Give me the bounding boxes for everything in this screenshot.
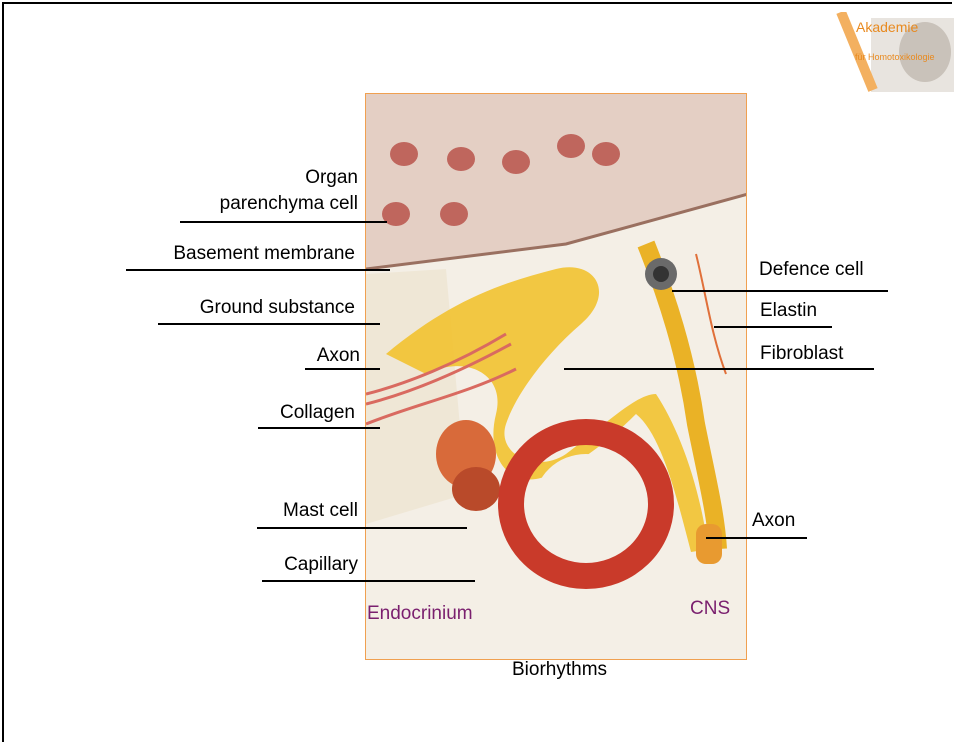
label-ground-substance: Ground substance (200, 297, 355, 319)
pointer-axon-left (305, 368, 380, 370)
label-axon-left: Axon (317, 345, 360, 367)
pointer-capillary (262, 580, 475, 582)
label-collagen: Collagen (280, 402, 355, 424)
pointer-parenchyma (180, 221, 387, 223)
pointer-axon-right (706, 537, 807, 539)
label-parenchyma-cell: parenchyma cell (220, 193, 358, 215)
label-endocrinium: Endocrinium (367, 603, 473, 625)
label-biorhythms: Biorhythms (512, 659, 607, 681)
pointer-basement (126, 269, 390, 271)
pointer-ground (158, 323, 380, 325)
label-cns: CNS (690, 598, 730, 620)
pointer-elastin (714, 326, 832, 328)
label-basement-membrane: Basement membrane (173, 243, 355, 265)
academy-logo: Akademie für Homotoxikologie (833, 12, 954, 92)
logo-subtext: für Homotoxikologie (855, 52, 935, 62)
pointer-collagen (258, 427, 380, 429)
label-defence-cell: Defence cell (759, 259, 864, 281)
label-fibroblast: Fibroblast (760, 343, 843, 365)
label-mast-cell: Mast cell (283, 500, 358, 522)
tissue-illustration (365, 93, 747, 660)
label-elastin: Elastin (760, 300, 817, 322)
label-organ: Organ (305, 167, 358, 189)
logo-text: Akademie (856, 19, 918, 35)
label-axon-right: Axon (752, 510, 795, 532)
pointer-fibroblast (564, 368, 874, 370)
pointer-defence (672, 290, 888, 292)
label-capillary: Capillary (284, 554, 358, 576)
pointer-mast (257, 527, 467, 529)
